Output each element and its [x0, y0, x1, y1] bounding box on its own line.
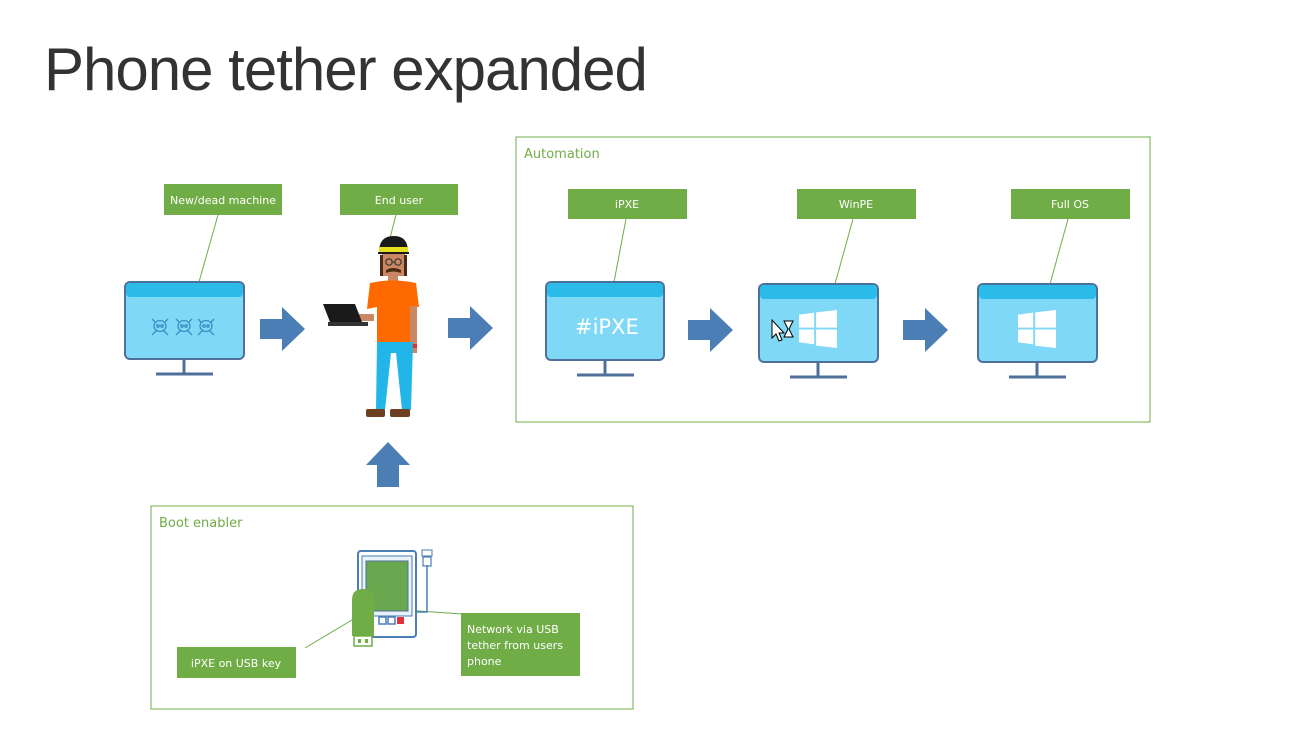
svg-text:WinPE: WinPE — [839, 198, 873, 211]
boot-enabler-box: Boot enabler — [150, 505, 634, 710]
skull-icons — [151, 318, 215, 336]
busy-cursor-icon — [771, 318, 794, 342]
label-new-dead-machine: New/dead machine — [164, 184, 282, 215]
label-network-tether: Network via USB tether from users phone — [461, 613, 580, 676]
label-end-user: End user — [340, 184, 458, 215]
arrow-right-icon — [688, 308, 733, 352]
automation-box: Automation — [515, 136, 1151, 423]
label-ipxe-usb-key: iPXE on USB key — [177, 647, 296, 678]
svg-text:Network via USB: Network via USB — [467, 623, 559, 636]
label-ipxe: iPXE — [568, 189, 687, 219]
svg-text:End user: End user — [375, 194, 424, 207]
slide-title: Phone tether expanded — [44, 36, 648, 103]
boot-enabler-title: Boot enabler — [159, 516, 243, 531]
svg-text:iPXE: iPXE — [615, 198, 639, 211]
dead-machine-monitor — [124, 281, 245, 376]
arrow-right-icon — [903, 308, 948, 352]
end-user-person-icon — [323, 236, 419, 417]
svg-text:New/dead machine: New/dead machine — [170, 194, 276, 207]
svg-text:tether from users: tether from users — [467, 639, 563, 652]
winpe-monitor — [758, 283, 879, 379]
svg-text:iPXE on USB key: iPXE on USB key — [191, 657, 282, 670]
label-winpe: WinPE — [797, 189, 916, 219]
ipxe-screen-text: #iPXE — [575, 315, 639, 339]
svg-text:phone: phone — [467, 655, 502, 668]
flow-arrows — [260, 306, 948, 487]
svg-text:Full OS: Full OS — [1051, 198, 1089, 211]
label-full-os: Full OS — [1011, 189, 1130, 219]
arrow-right-icon — [260, 307, 305, 351]
fullos-monitor — [977, 283, 1098, 379]
ipxe-monitor: #iPXE — [545, 281, 665, 377]
arrow-right-icon — [448, 306, 493, 350]
arrow-up-icon — [366, 442, 410, 487]
automation-title: Automation — [524, 147, 600, 162]
usb-key-icon — [352, 589, 374, 647]
